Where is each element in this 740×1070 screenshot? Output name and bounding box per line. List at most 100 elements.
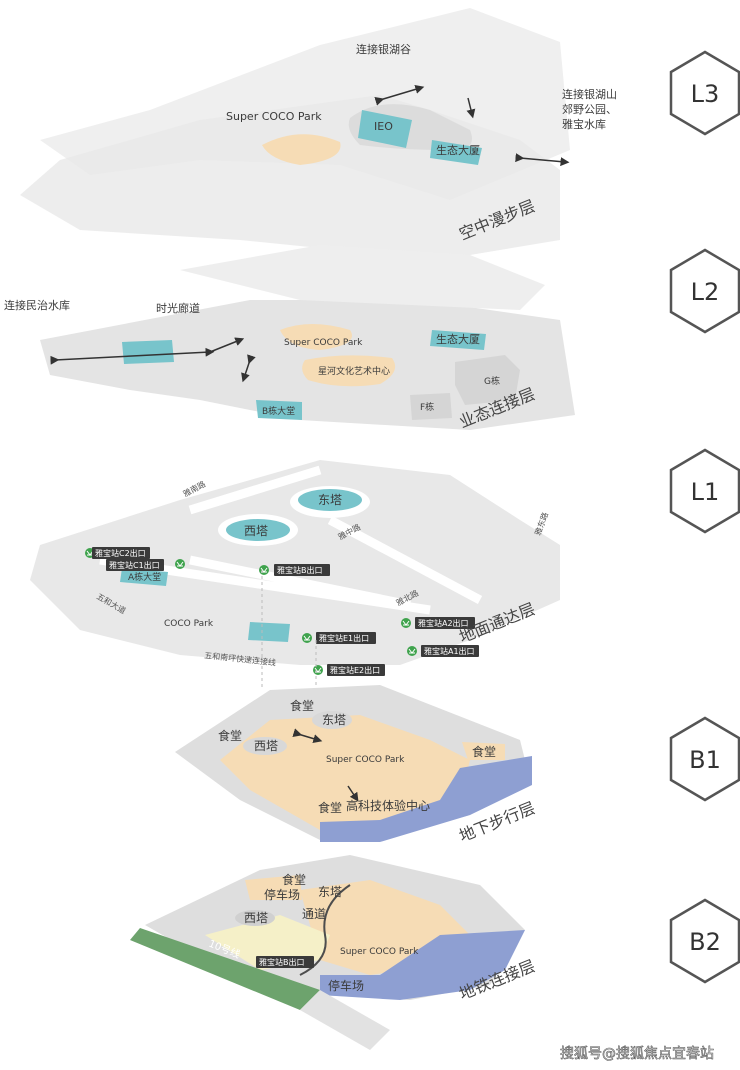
l3-ieo-area [358,110,412,148]
b1-east-tower [312,711,352,729]
exit-a1: 雅宝站A1出口 [406,645,479,657]
l2-label-coco: Super COCO Park [284,338,363,348]
metro-icon [174,558,186,570]
floor-b1: 食堂 食堂 食堂 食堂 东塔 西塔 Super COCO Park 高科技体验中… [175,685,538,846]
metro-icon [312,664,324,676]
badge-l3: L3 [669,50,740,136]
l3-link-arrow [466,97,476,119]
l2-shengtai-area [430,330,486,350]
b1-link-arrow [347,785,359,802]
b2-parking-area [320,930,525,1000]
l2-label-xinghe: 星河文化艺术中心 [318,365,390,377]
watermark: 搜狐号@搜狐焦点宜春站 [560,1046,714,1062]
l2-label-minzhi: 连接民治水库 [4,298,70,312]
b2-label-parking-top: 停车场 [264,887,300,902]
exit-tag [415,617,475,629]
l1-road-yadong: 雅东路 [532,511,550,537]
exit-label: 雅宝站E2出口 [330,665,380,675]
l2-label-f: F栋 [420,401,434,413]
l2-label-shiguang: 时光廊道 [156,301,200,315]
b2-label-parking: 停车场 [328,978,364,993]
l3-label-yinhushan: 连接银湖山 [562,87,617,101]
b2-label-passage: 通道 [302,907,326,921]
l3-coco-area [262,134,341,165]
l2-label-g: G栋 [484,375,500,387]
b1-link-arrow [292,728,323,744]
l2-label-b-lobby: B栋大堂 [262,405,295,417]
l2-link-arrow [241,354,256,383]
badge-level: B2 [689,928,721,956]
l1-a-lobby [120,568,168,586]
exit-label: 雅宝站E1出口 [319,633,369,643]
metro-icon [400,617,412,629]
b2-passage-line [299,884,351,976]
l1-label-a-lobby: A栋大堂 [128,571,161,583]
l3-label-yinhugu: 连接银湖谷 [356,42,411,56]
l3-label-ieo: IEO [374,120,393,133]
exit-a2: 雅宝站A2出口 [400,617,475,629]
badge-level: L3 [691,80,720,108]
l1-roads [99,465,483,615]
floor-l2: 连接民治水库 时光廊道 Super COCO Park 生态大厦 星河文化艺术中… [4,245,575,432]
metro-icon [301,632,313,644]
b1-label-tech: 高科技体验中心 [346,798,430,813]
badge-l2: L2 [669,248,740,334]
l3-label-shuiku: 雅宝水库 [562,117,606,131]
hexagon-icon [669,898,740,984]
exit-b: 雅宝站B出口 [258,564,330,576]
l3-label-shengtai: 生态大厦 [436,143,480,157]
exit-label: 雅宝站A1出口 [424,646,475,656]
l1-west-tower [226,519,290,541]
b2-canteen-area [245,875,302,900]
b2-label-canteen: 食堂 [282,872,306,887]
hexagon-icon [669,448,740,534]
l2-g-building [455,355,520,405]
b1-canteen-right [462,742,505,760]
metro-icon [258,564,270,576]
l2-coco-area [280,324,352,350]
l2-f-building [410,393,452,420]
l2-floor-back [180,245,545,310]
b1-label-east-tower: 东塔 [322,713,346,727]
exit-label: 雅宝站B出口 [259,957,305,967]
l1-coco-water [248,622,290,642]
b1-label-canteen: 食堂 [318,800,342,815]
b2-label-coco: Super COCO Park [340,947,419,957]
b1-label-coco: Super COCO Park [326,755,405,765]
l2-link-arrow [209,337,245,353]
floor-l1: 东塔 西塔 A栋大堂 COCO Park 雅南路 雅中路 雅北路 雅东路 五和大… [30,460,560,676]
l1-east-tower [298,489,362,511]
l2-link-arrow [50,347,215,365]
l3-link-arrow [515,153,570,167]
l2-b-lobby-area [256,400,302,420]
badge-l1: L1 [669,448,740,534]
b2-label-west-tower: 西塔 [244,911,268,925]
exit-e1: 雅宝站E1出口 [301,632,376,644]
b1-label-canteen: 食堂 [290,698,314,713]
l3-link-arrow [374,84,425,106]
b1-west-tower [243,737,287,755]
exit-c1: 雅宝站C1出口 [106,558,186,571]
l3-label-jiaoye: 郊野公园、 [562,103,617,116]
exit-c2: 雅宝站C2出口 [84,547,150,559]
hexagon-icon [669,716,740,802]
l2-xinghe-area [302,355,396,387]
exit-tag [92,547,150,559]
badge-b2: B2 [669,898,740,984]
l1-label-west-tower: 西塔 [244,524,268,538]
exit-label: 雅宝站C1出口 [109,560,160,570]
exit-label: 雅宝站C2出口 [95,548,146,558]
hexagon-icon [669,50,740,136]
badge-level: L2 [691,278,720,306]
exit-tag [274,564,330,576]
l1-label-coco: COCO Park [164,619,214,629]
badge-level: B1 [689,746,721,774]
hexagon-icon [669,248,740,334]
exit-tag [316,632,376,644]
badge-b1: B1 [669,716,740,802]
l2-minzhi-area [122,340,174,364]
b2-label-east-tower: 东塔 [318,885,342,899]
b2-west-tower [235,910,275,926]
l3-shengtai-area [430,140,482,165]
l1-label-east-tower: 东塔 [318,493,342,507]
